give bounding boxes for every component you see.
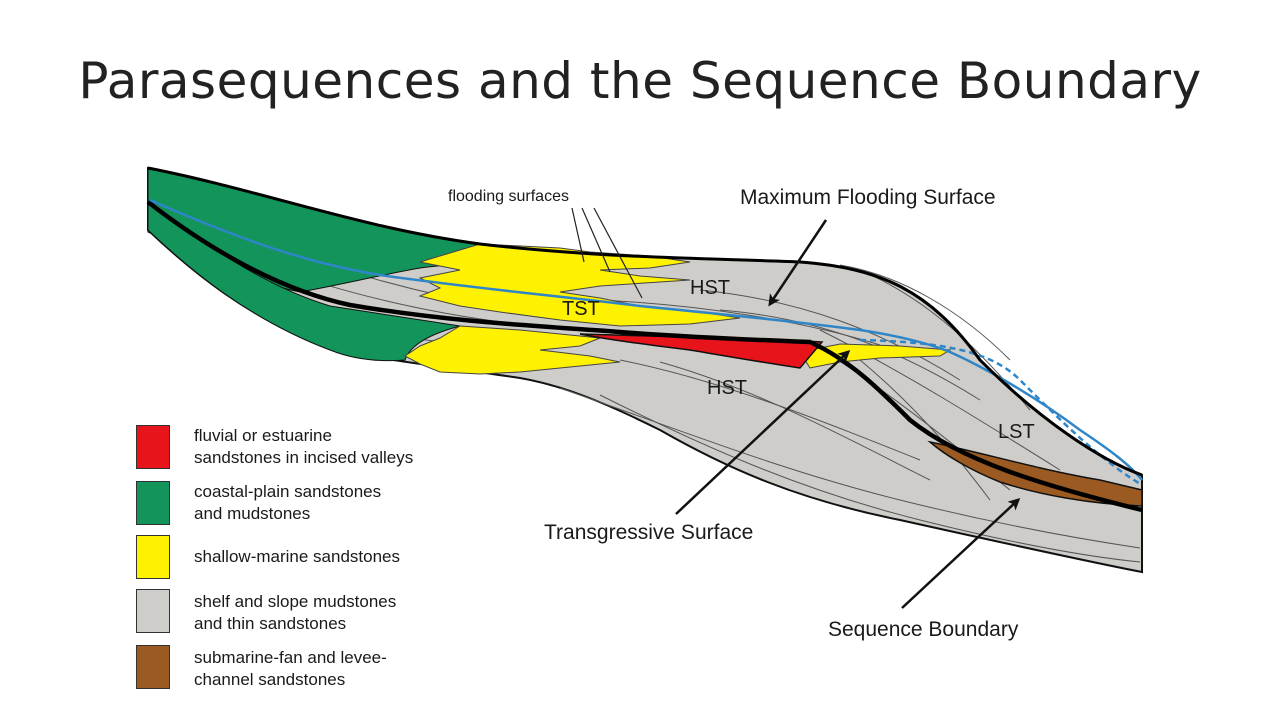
legend-line: and thin sandstones <box>194 614 347 633</box>
legend-swatch-shallow-marine <box>136 535 170 579</box>
label-tst: TST <box>562 298 600 320</box>
shallow-marine-lower <box>404 325 621 375</box>
arrow-transgressive <box>675 349 851 515</box>
legend-line: shallow-marine sandstones <box>194 547 400 566</box>
legend-item-shallow-marine: shallow-marine sandstones <box>136 535 496 583</box>
label-sequence-boundary: Sequence Boundary <box>828 618 1019 641</box>
sequence-boundary-line <box>146 200 1143 513</box>
legend-line: and mudstones <box>194 504 311 523</box>
legend-swatch-coastal <box>136 481 170 525</box>
legend-line: shelf and slope mudstones <box>194 592 397 611</box>
legend-line: submarine-fan and levee- <box>194 648 387 667</box>
legend-line: fluvial or estuarine <box>194 426 332 445</box>
max-flooding-surface-line <box>149 198 1143 481</box>
label-transgressive-surface: Transgressive Surface <box>544 521 753 544</box>
submarine-fan <box>927 440 1143 507</box>
slide-title: Parasequences and the Sequence Boundary <box>78 52 1202 110</box>
arrow-sequence-boundary <box>901 497 1021 609</box>
label-flooding-surfaces: flooding surfaces <box>448 188 569 205</box>
label-hst-upper: HST <box>690 277 730 299</box>
label-lst: LST <box>998 421 1035 443</box>
legend-line: coastal-plain sandstones <box>194 482 382 501</box>
legend-item-submarine-fan: submarine-fan and levee- channel sandsto… <box>136 645 496 693</box>
legend-swatch-fluvial <box>136 425 170 469</box>
label-hst-lower: HST <box>707 377 747 399</box>
incised-valley-fill <box>579 333 824 369</box>
legend-swatch-submarine-fan <box>136 645 170 689</box>
top-surface-line <box>147 166 1143 477</box>
label-max-flooding-surface: Maximum Flooding Surface <box>740 186 996 209</box>
legend-item-coastal: coastal-plain sandstones and mudstones <box>136 479 496 527</box>
legend-line: sandstones in incised valleys <box>194 448 414 467</box>
legend-item-shelf: shelf and slope mudstones and thin sands… <box>136 589 496 637</box>
legend-line: channel sandstones <box>194 670 346 689</box>
coastal-plain-lower <box>147 201 461 362</box>
legend-item-fluvial: fluvial or estuarine sandstones in incis… <box>136 423 496 471</box>
flooding-surface-pointers <box>571 207 643 299</box>
arrow-max-flooding <box>768 219 828 307</box>
legend-swatch-shelf <box>136 589 170 633</box>
